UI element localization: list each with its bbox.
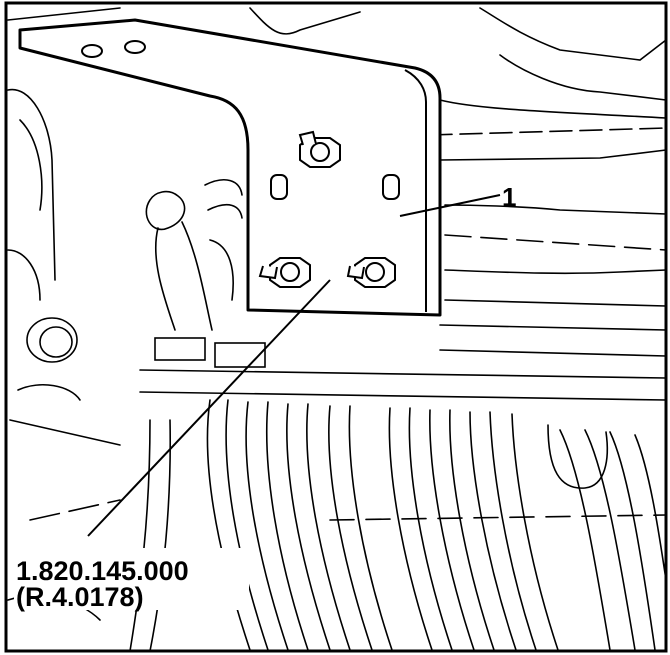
bolt-bottom-right (346, 257, 396, 288)
leader-line-part-1 (399, 194, 501, 217)
tool-reference: (R.4.0178) (16, 582, 144, 612)
tool-label-backdrop (14, 548, 249, 610)
bolt-top (298, 130, 341, 168)
callout-part-1: 1 (502, 182, 516, 212)
tool-number: 1.820.145.000 (16, 556, 189, 586)
leader-line-tool (87, 279, 331, 537)
bracket-bolts (258, 130, 396, 288)
mounting-bracket (18, 18, 442, 317)
bolt-bottom-left (258, 257, 311, 288)
